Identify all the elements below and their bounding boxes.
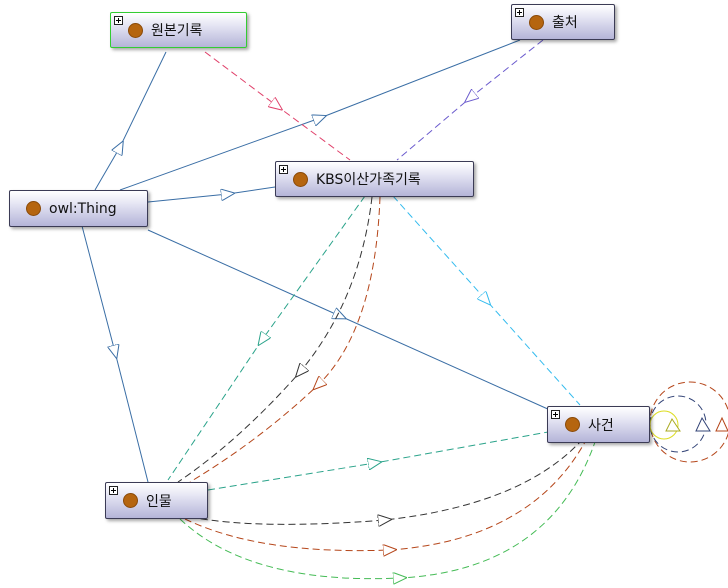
node-person[interactable]: 인물 (105, 482, 208, 519)
node-kbs-record[interactable]: KBS이산가족기록 (275, 161, 474, 197)
class-icon (123, 493, 138, 508)
edge-original-record-to-kbs (204, 51, 351, 161)
expand-icon[interactable] (109, 486, 118, 495)
expand-icon[interactable] (114, 16, 123, 25)
node-original-record[interactable]: 원본기록 (110, 12, 247, 48)
edge-thing-to-source (119, 39, 521, 191)
class-icon (565, 417, 580, 432)
class-icon (26, 201, 41, 216)
edge-person-to-event-teal (207, 431, 549, 491)
node-event[interactable]: 사건 (547, 406, 650, 443)
node-owl-thing[interactable]: owl:Thing (9, 190, 148, 227)
event-self-loop-brown (649, 381, 728, 463)
edge-person-to-event-green (179, 441, 596, 579)
node-source[interactable]: 출처 (511, 4, 615, 40)
class-icon (128, 22, 143, 38)
expand-icon[interactable] (551, 410, 560, 419)
self-loop-arrow-yellow (665, 418, 681, 432)
class-icon (293, 171, 308, 187)
node-label: 인물 (146, 493, 172, 510)
node-label: KBS이산가족기록 (316, 172, 421, 188)
node-label: owl:Thing (49, 200, 117, 217)
class-icon (529, 14, 544, 30)
edge-kbs-to-person-black (177, 196, 373, 483)
node-label: 사건 (588, 417, 614, 434)
edge-thing-to-original-record (94, 51, 167, 191)
edge-thing-to-person (81, 225, 149, 483)
edge-thing-to-kbs-record (147, 186, 276, 203)
edge-source-to-kbs (396, 39, 544, 161)
expand-icon[interactable] (279, 165, 288, 174)
node-label: 출처 (552, 15, 578, 31)
node-label: 원본기록 (151, 23, 203, 39)
edge-person-to-event-black (189, 441, 581, 524)
event-self-loop-yellow (649, 410, 679, 440)
edge-kbs-to-event (392, 195, 581, 406)
self-loop-arrow-navy (695, 416, 711, 432)
edge-person-to-event-brown (184, 441, 586, 551)
edge-kbs-to-person-brown (189, 196, 381, 483)
edge-kbs-to-person-teal (167, 195, 366, 481)
expand-icon[interactable] (515, 8, 524, 17)
self-loop-arrow-brown (715, 416, 728, 432)
edge-thing-to-event (147, 229, 551, 411)
